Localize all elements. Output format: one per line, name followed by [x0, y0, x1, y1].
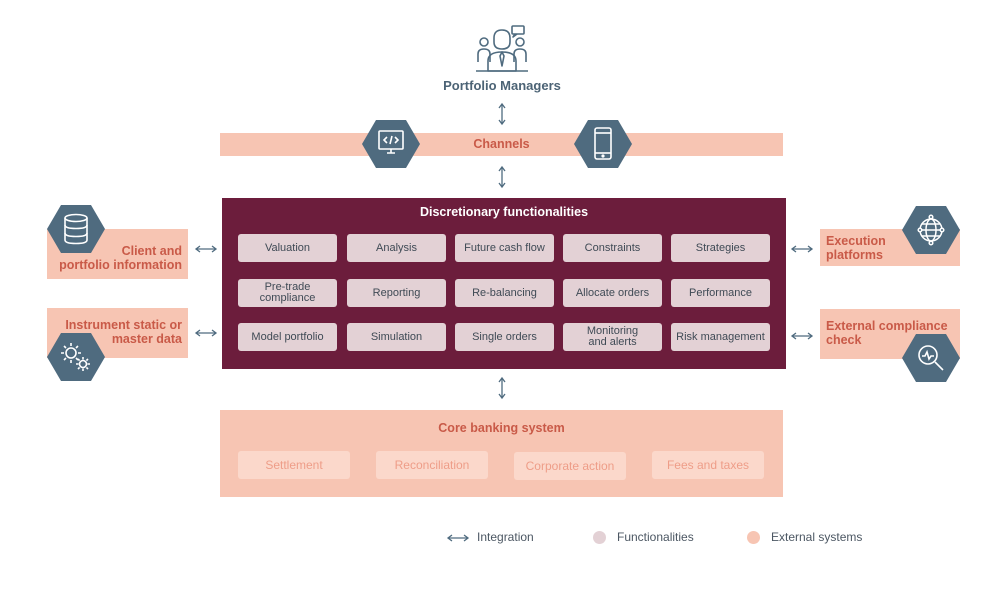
function-simulation: Simulation	[347, 323, 446, 351]
legend-external-label: External systems	[771, 530, 863, 544]
core-item-corporate-action: Corporate action	[514, 452, 626, 480]
smartphone-icon	[574, 120, 632, 168]
integration-arrow-channels	[498, 165, 506, 189]
function-re-balancing: Re-balancing	[455, 279, 554, 307]
network-globe-icon	[902, 206, 960, 254]
function-valuation: Valuation	[238, 234, 337, 262]
function-constraints: Constraints	[563, 234, 662, 262]
legend-functionalities-label: Functionalities	[617, 530, 694, 544]
function-monitoring-and-alerts: Monitoring and alerts	[563, 323, 662, 351]
channels-bar	[220, 133, 783, 156]
gears-icon	[47, 333, 105, 381]
core-item-fees-and-taxes: Fees and taxes	[652, 451, 764, 479]
code-monitor-icon	[362, 120, 420, 168]
legend-functionalities-dot	[593, 531, 606, 544]
discretionary-functionalities-title: Discretionary functionalities	[419, 205, 589, 219]
function-risk-management: Risk management	[671, 323, 770, 351]
core-banking-title: Core banking system	[438, 421, 565, 435]
database-icon	[47, 205, 105, 253]
magnify-chart-icon	[902, 334, 960, 382]
portfolio-managers-label: Portfolio Managers	[443, 78, 561, 93]
core-item-reconciliation: Reconciliation	[376, 451, 488, 479]
legend-external-dot	[747, 531, 760, 544]
function-model-portfolio: Model portfolio	[238, 323, 337, 351]
portfolio-managers-icon	[476, 25, 528, 72]
instrument-master-data-label: Instrument static or master data	[65, 318, 182, 346]
integration-arrow-top	[498, 102, 506, 126]
external-compliance-label: External compliance check	[826, 319, 948, 347]
integration-arrow-right-1	[790, 245, 814, 253]
function-future-cash-flow: Future cash flow	[455, 234, 554, 262]
integration-arrow-right-2	[790, 332, 814, 340]
execution-platforms-label: Execution platforms	[826, 234, 886, 262]
function-performance: Performance	[671, 279, 770, 307]
function-strategies: Strategies	[671, 234, 770, 262]
integration-arrow-left-2	[194, 329, 218, 337]
client-portfolio-info-label: Client and portfolio information	[59, 244, 182, 272]
function-reporting: Reporting	[347, 279, 446, 307]
channels-label: Channels	[473, 137, 530, 151]
integration-arrow-core	[498, 376, 506, 400]
core-item-settlement: Settlement	[238, 451, 350, 479]
function-allocate-orders: Allocate orders	[563, 279, 662, 307]
function-pre-trade-compliance: Pre-trade compliance	[238, 279, 337, 307]
function-analysis: Analysis	[347, 234, 446, 262]
function-single-orders: Single orders	[455, 323, 554, 351]
legend-integration-label: Integration	[477, 530, 534, 544]
integration-arrow-left-1	[194, 245, 218, 253]
legend-integration-icon	[446, 534, 470, 542]
